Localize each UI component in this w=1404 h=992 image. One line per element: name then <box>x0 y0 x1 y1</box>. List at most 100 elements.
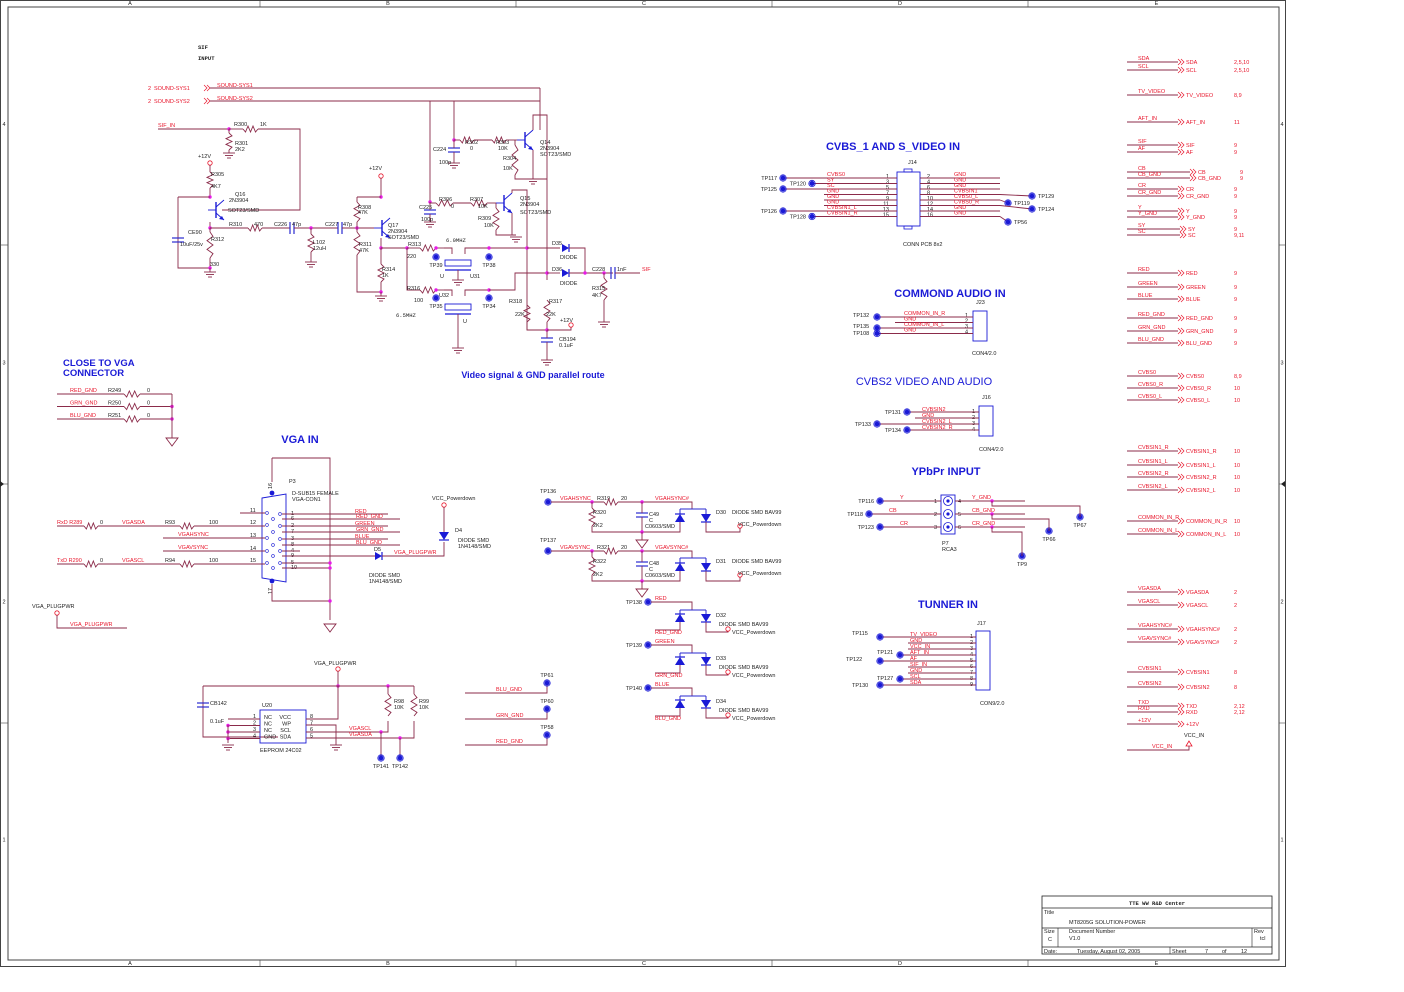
test-point[interactable]: TP120 <box>790 179 816 188</box>
test-point[interactable]: TP34 <box>482 294 496 310</box>
test-point[interactable]: TP38 <box>482 253 496 269</box>
test-point-ring-icon <box>876 681 884 689</box>
test-point-icon <box>645 685 651 691</box>
test-point[interactable]: TP58 <box>540 725 554 739</box>
test-point[interactable]: TP126 <box>761 207 787 215</box>
test-point[interactable]: TP131 <box>885 408 911 416</box>
test-point[interactable]: TP124 <box>1028 205 1054 213</box>
test-point[interactable]: TP117 <box>761 174 787 182</box>
test-point[interactable] <box>876 633 884 641</box>
net-label: CVBSIN2_R <box>922 425 953 431</box>
test-point[interactable]: TP35 <box>429 294 443 310</box>
offpage-arrow-icon <box>1192 168 1197 176</box>
test-point[interactable] <box>876 657 884 665</box>
test-point[interactable]: TP139 <box>626 641 652 649</box>
test-point-ring-icon <box>543 731 551 739</box>
part-value: 470 <box>254 222 263 228</box>
test-point[interactable]: TP142 <box>392 754 408 770</box>
wire <box>999 194 1033 197</box>
net-label: RED_GND <box>70 388 97 394</box>
diode-icon <box>701 614 711 623</box>
test-point[interactable] <box>896 651 904 659</box>
test-point[interactable]: TP61 <box>540 673 554 687</box>
wire <box>356 255 381 293</box>
test-point[interactable] <box>544 498 552 506</box>
test-point[interactable]: TP140 <box>626 684 652 692</box>
offpage-arrow-icon <box>1177 708 1182 716</box>
test-point-ring-icon <box>432 253 440 261</box>
test-point[interactable]: TP129 <box>1028 192 1054 200</box>
test-point[interactable]: TP125 <box>761 185 787 193</box>
test-point[interactable]: TP134 <box>885 426 911 434</box>
test-point[interactable]: TP60 <box>540 699 554 713</box>
offpage-connector[interactable]: VGAVSYNC#VGAVSYNC#2 <box>1127 636 1237 646</box>
offpage-connector[interactable]: VGAHSYNC#VGAHSYNC#2 <box>1127 623 1237 633</box>
test-point[interactable]: TP39 <box>429 253 443 269</box>
test-point[interactable] <box>873 313 881 321</box>
net-label: TXD <box>1138 700 1149 706</box>
test-point[interactable]: TP133 <box>855 420 881 428</box>
test-point[interactable]: TP56 <box>1004 218 1027 226</box>
test-point[interactable]: TP128 <box>790 212 816 221</box>
test-point[interactable]: TP141 <box>373 754 389 770</box>
port-name: CVBSIN1_R <box>1186 449 1217 455</box>
test-point[interactable] <box>896 675 904 683</box>
offpage-connector[interactable]: +12V+12V <box>1127 718 1199 728</box>
test-point[interactable] <box>873 329 881 338</box>
test-point[interactable]: TP119 <box>1004 199 1030 207</box>
port-name: VGASCL <box>1186 603 1208 609</box>
test-point[interactable] <box>544 547 552 555</box>
pin-name: VCC <box>279 715 291 721</box>
offpage-arrow-icon <box>1177 339 1182 347</box>
offpage-arrow-icon <box>1177 720 1182 728</box>
capacitor-icon <box>541 337 553 343</box>
part-value: 12uH <box>313 246 326 252</box>
test-point[interactable] <box>876 681 884 689</box>
test-point[interactable]: TP116 <box>858 497 884 505</box>
test-point[interactable]: TP138 <box>626 598 652 606</box>
test-point[interactable]: TP123 <box>858 523 884 531</box>
test-point[interactable]: TP118 <box>847 510 873 518</box>
